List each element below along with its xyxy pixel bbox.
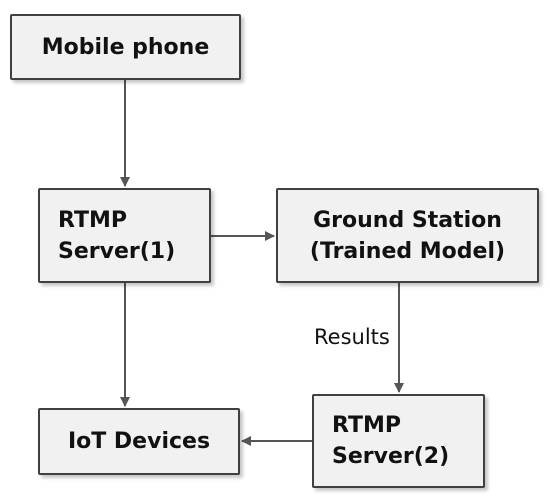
node-mobile-phone-label: Mobile phone (41, 34, 210, 60)
node-rtmp-server-1-label: RTMP Server(1) (58, 207, 176, 264)
node-rtmp-server-1: RTMP Server(1) (38, 188, 211, 283)
node-iot-devices-label: IoT Devices (67, 429, 211, 454)
node-rtmp-server-2: RTMP Server(2) (312, 394, 485, 488)
node-ground-station: Ground Station (Trained Model) (276, 188, 539, 283)
edge-label-results: Results (314, 325, 390, 349)
node-rtmp-server-2-label: RTMP Server(2) (332, 413, 450, 469)
node-ground-station-label: Ground Station (Trained Model) (309, 207, 506, 264)
node-mobile-phone: Mobile phone (10, 14, 241, 80)
node-iot-devices: IoT Devices (38, 408, 240, 475)
